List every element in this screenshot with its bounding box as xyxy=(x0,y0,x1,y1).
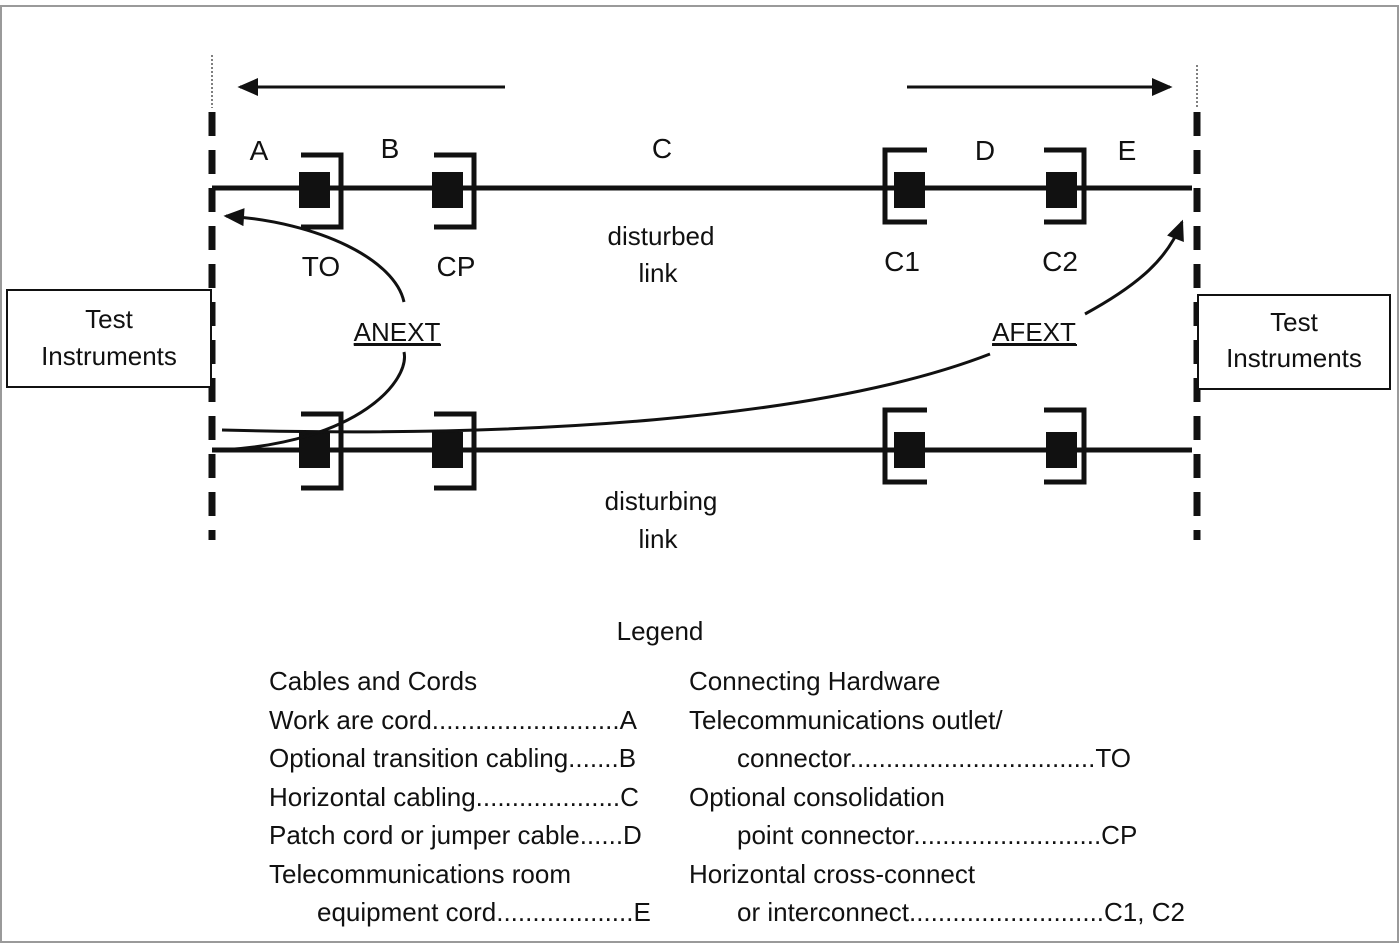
anext-label: ANEXT xyxy=(354,317,441,347)
legend-entry: or interconnect.........................… xyxy=(737,897,1185,927)
connector-label-c2: C2 xyxy=(1042,246,1078,277)
c1-connector-disturbing xyxy=(882,407,927,485)
outer-frame xyxy=(0,5,1399,943)
legend-entry: Optional transition cabling.......B xyxy=(269,743,637,773)
c2-connector-disturbing xyxy=(1044,407,1087,485)
afext-label: AFEXT xyxy=(992,317,1076,347)
legend-entry: Telecommunications outlet/ xyxy=(689,704,1003,735)
connector-label-cp: CP xyxy=(437,251,476,282)
legend-title: Legend xyxy=(616,616,704,646)
legend-entry: Connecting Hardware xyxy=(689,666,941,696)
legend-entry: Horizontal cabling....................C xyxy=(269,781,639,812)
legend-entry: connector...............................… xyxy=(737,743,1131,773)
segment-label-d: D xyxy=(975,135,995,166)
disturbing-link-label-2: link xyxy=(638,524,678,554)
right-box-line-1: Test xyxy=(1270,307,1318,337)
segment-label-e: E xyxy=(1118,135,1137,166)
anext-curve-lower xyxy=(221,351,406,452)
connector-label-c1: C1 xyxy=(884,246,920,277)
legend-entry: Work are cord..........................A xyxy=(269,704,637,735)
legend-entry: Horizontal cross-connect xyxy=(689,858,976,889)
cp-connector-disturbing xyxy=(432,411,477,491)
segment-label-a: A xyxy=(250,135,269,166)
segment-label-c: C xyxy=(652,133,672,164)
legend-entry: Telecommunications room xyxy=(269,858,572,889)
legend-entry: Optional consolidation xyxy=(689,781,945,812)
c1-connector xyxy=(882,147,927,225)
left-box-line-2: Instruments xyxy=(41,341,177,371)
c2-connector xyxy=(1044,147,1087,225)
disturbed-link-label-1: disturbed xyxy=(608,221,715,251)
left-box-line-1: Test xyxy=(85,304,133,334)
connector-label-to: TO xyxy=(302,251,340,282)
disturbed-link-label-2: link xyxy=(638,258,678,288)
left-test-instrument-box xyxy=(6,289,212,388)
to-connector-disturbing xyxy=(299,411,344,491)
to-connector xyxy=(299,152,344,230)
right-test-instrument-box xyxy=(1197,294,1391,390)
cp-connector xyxy=(432,152,477,230)
afext-curve-lower xyxy=(221,352,991,434)
segment-label-b: B xyxy=(381,133,400,164)
afext-curve-upper xyxy=(1084,219,1184,316)
legend-entry: equipment cord...................E xyxy=(317,897,651,927)
legend-entry: Patch cord or jumper cable......D xyxy=(269,820,642,850)
right-box-line-2: Instruments xyxy=(1226,343,1362,373)
disturbing-link-label-1: disturbing xyxy=(605,486,718,516)
legend-entry: Cables and Cords xyxy=(269,666,478,696)
anext-curve-upper xyxy=(223,208,406,303)
legend-entry: point connector.........................… xyxy=(737,820,1138,850)
